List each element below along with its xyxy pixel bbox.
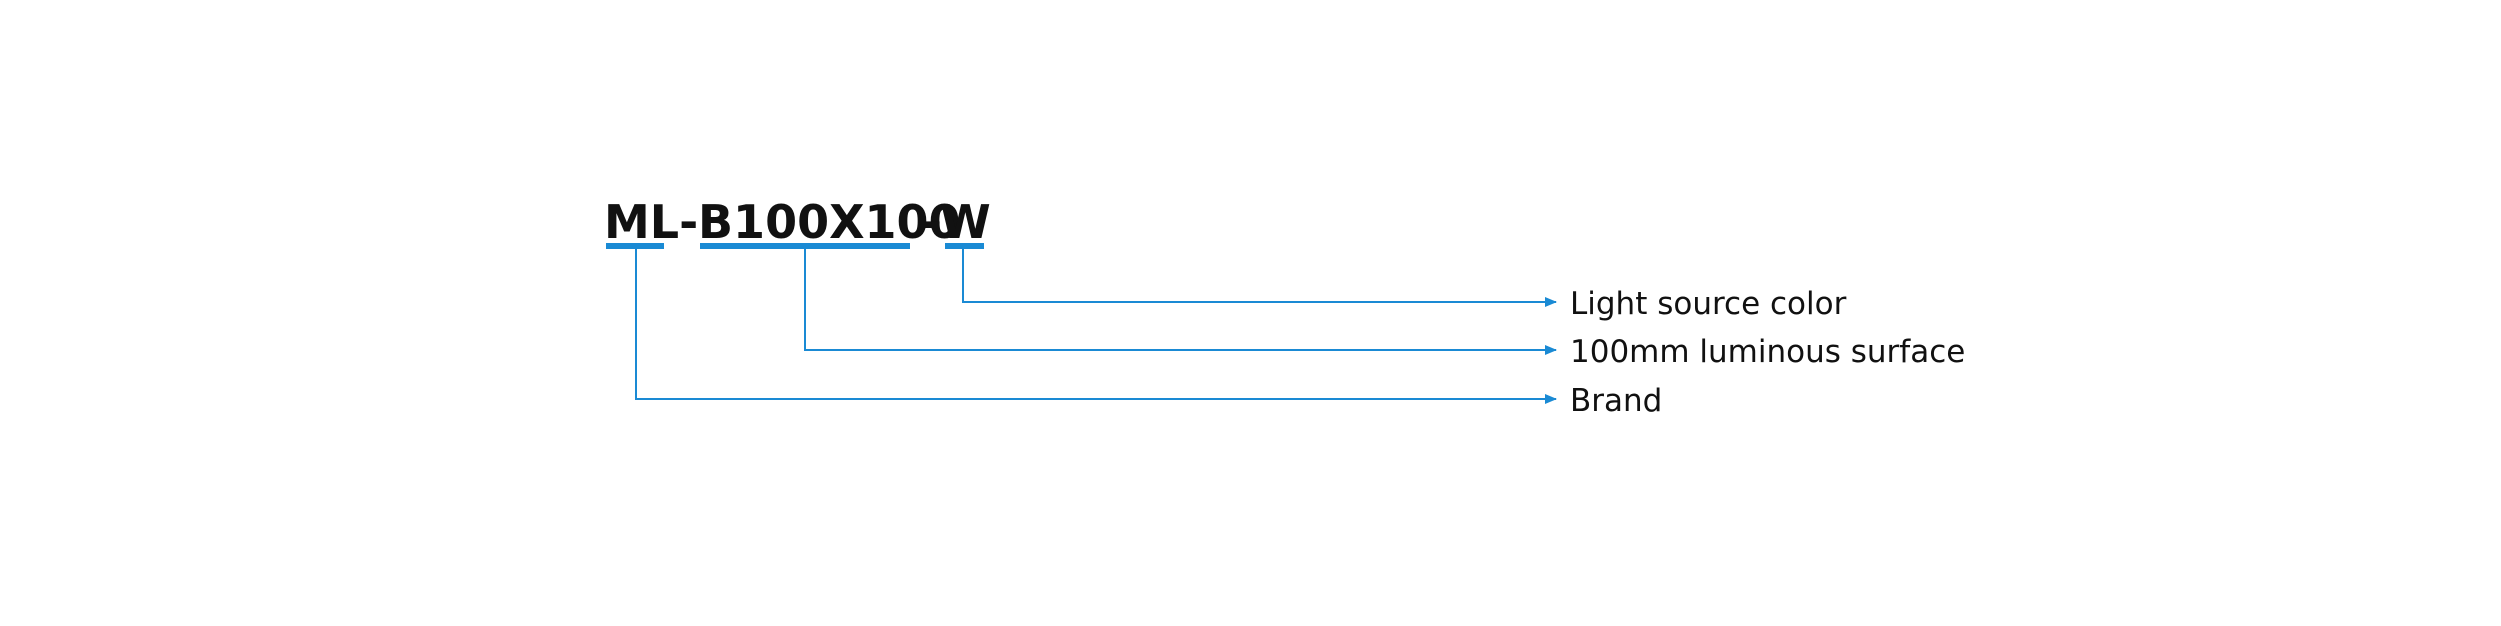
label-brand: Brand <box>1570 383 1662 419</box>
label-luminous-surface: 100mm luminous surface <box>1570 334 1965 370</box>
code-segment-size: B100X100 <box>698 195 961 249</box>
brand-underline <box>606 243 664 249</box>
color-underline <box>945 243 984 249</box>
color-connector-line <box>962 249 1557 307</box>
brand-connector-line <box>635 249 1557 404</box>
code-segment-brand: ML- <box>604 195 698 249</box>
label-light-source-color: Light source color <box>1570 286 1847 322</box>
size-underline <box>700 243 910 249</box>
size-connector-line <box>804 249 1557 355</box>
code-segment-color: -W <box>923 195 991 249</box>
